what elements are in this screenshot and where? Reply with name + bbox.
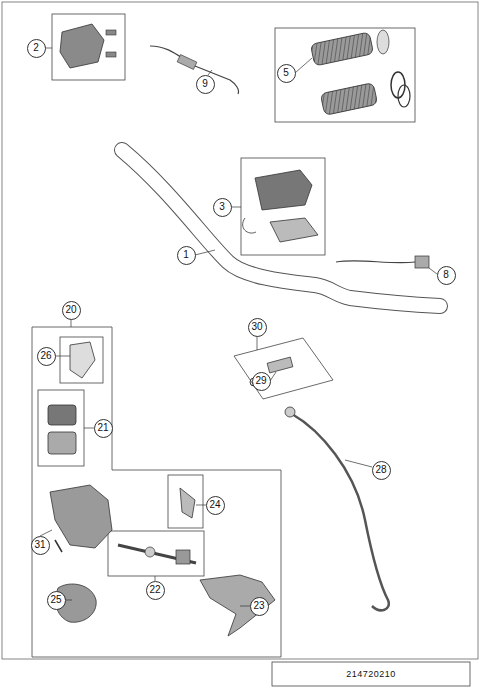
callout-circle: 26: [37, 347, 56, 366]
callout-circle: 1: [177, 246, 196, 265]
callout-circle: 28: [372, 461, 391, 480]
callout-number: 24: [209, 500, 220, 510]
callout-circle: 30: [248, 318, 267, 337]
callout-number: 20: [65, 305, 76, 315]
callout-circle: 20: [62, 301, 81, 320]
callout-number: 22: [149, 585, 160, 595]
callout-circle: 23: [250, 597, 269, 616]
callout-number: 1: [183, 250, 189, 260]
callout-number: 26: [40, 351, 51, 361]
callout-number: 30: [251, 322, 262, 332]
callout-number: 9: [202, 79, 208, 89]
callout-circle: 22: [146, 581, 165, 600]
drawing-number: 214720210: [346, 669, 396, 679]
callout-number: 25: [50, 595, 61, 605]
callout-number: 31: [34, 540, 45, 550]
callout-number: 2: [33, 43, 39, 53]
callout-number: 21: [97, 423, 108, 433]
callout-circle: 9: [196, 75, 215, 94]
callout-number: 23: [253, 601, 264, 611]
callout-number: 29: [255, 376, 266, 386]
callout-circle: 2: [27, 39, 46, 58]
callout-circle: 24: [206, 496, 225, 515]
callout-circle: 29: [252, 372, 271, 391]
callout-circle: 8: [437, 266, 456, 285]
callout-number: 28: [375, 465, 386, 475]
callout-circle: 31: [31, 536, 50, 555]
callout-circle: 5: [277, 64, 296, 83]
callout-number: 3: [219, 202, 225, 212]
callout-circle: 3: [213, 198, 232, 217]
callout-number: 5: [283, 68, 289, 78]
callout-number: 8: [443, 270, 449, 280]
callout-circle: 21: [94, 419, 113, 438]
callout-circle: 25: [47, 591, 66, 610]
